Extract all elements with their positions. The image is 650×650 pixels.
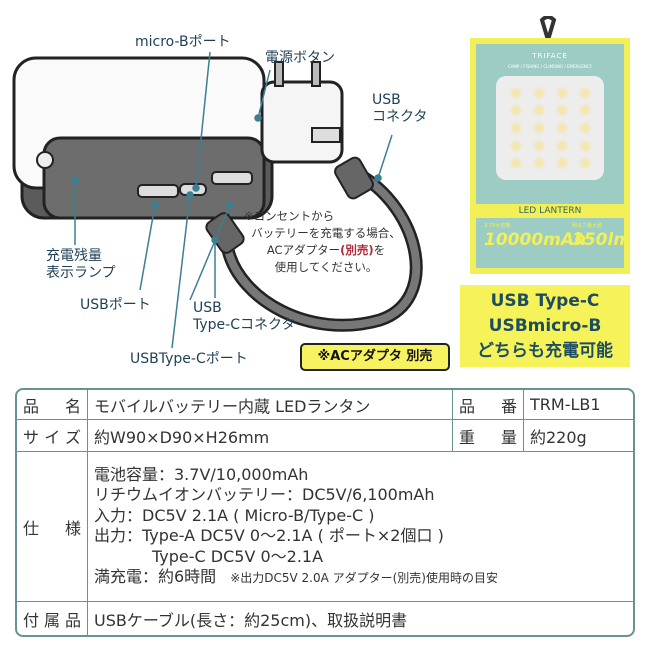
table-row: 仕 様 電池容量：3.7V/10,000mAh リチウムイオンバッテリー：DC5… (17, 452, 633, 602)
label-battery-indicator: 充電残量表示ランプ (46, 248, 116, 281)
led-panel (496, 76, 604, 180)
label-type-c-port: USBType-Cポート (130, 351, 248, 367)
weight-label: 重 量 (453, 420, 524, 452)
label-usb-port: USBポート (80, 297, 151, 313)
label-micro-b-port: micro-Bポート (135, 34, 231, 50)
accessories-value: USBケーブル(長さ：約25cm)、取扱説明書 (94, 610, 408, 630)
table-row: 品 名 モバイルバッテリー内蔵 LEDランタン 品 番 TRM-LB1 (17, 390, 633, 420)
model-number: TRM-LB1 (524, 390, 633, 420)
size-value: 約W90×D90×H26mm (88, 420, 453, 452)
size-label: サイズ (17, 420, 88, 452)
strap-icon (539, 16, 557, 41)
label-power-button: 電源ボタン (265, 50, 335, 66)
package-image: TRIFACE CAMP / FISHING / CLIMBING / EMER… (470, 38, 631, 274)
product-name: モバイルバッテリー内蔵 LEDランタン (88, 390, 453, 420)
spec-table: 品 名 モバイルバッテリー内蔵 LEDランタン 品 番 TRM-LB1 サイズ … (15, 388, 635, 637)
accessories-label: 付属品 (17, 602, 88, 635)
spec-label: 仕 様 (17, 452, 88, 602)
product-illustration (12, 51, 423, 349)
weight-value: 約220g (524, 420, 633, 452)
spec-details: 電池容量：3.7V/10,000mAh リチウムイオンバッテリー：DC5V/6,… (88, 452, 633, 602)
name-label: 品 名 (17, 390, 88, 420)
model-label: 品 番 (453, 390, 524, 420)
ac-adapter-illustration (260, 61, 344, 164)
battery-illustration (12, 56, 274, 220)
table-row: サイズ 約W90×D90×H26mm 重 量 約220g (17, 420, 633, 452)
table-row: 付属品 USBケーブル(長さ：約25cm)、取扱説明書 (17, 602, 633, 635)
ac-adapter-sold-separately-badge: ※ACアダプタ 別売 (300, 343, 450, 371)
adapter-note: ※コンセントから バッテリーを充電する場合、 ACアダプター(別売)を 使用して… (244, 209, 401, 274)
